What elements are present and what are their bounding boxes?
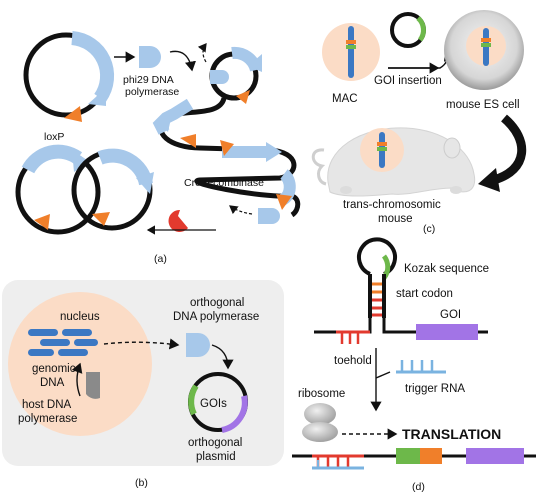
mac-label: MAC [332, 93, 358, 105]
cre-recombinase-icon [168, 209, 188, 232]
panel-b: nucleus genomic DNA host DNA polymerase … [2, 280, 284, 489]
ortho-pol-label-1: orthogonal [190, 297, 244, 309]
gois-label: GOIs [200, 398, 227, 410]
ribosome-icon [302, 403, 338, 442]
loxp-site-icon [64, 106, 82, 122]
trigger-rna-icon [396, 360, 446, 374]
goi-plasmid-icon [390, 12, 426, 48]
genomic-label-2: DNA [40, 377, 65, 389]
genomic-dna-icon [28, 329, 98, 356]
goi-bar [416, 324, 478, 340]
panel-c: MAC GOI insertion mouse ES cell [311, 10, 527, 235]
ortho-replication-arrow [211, 344, 234, 370]
trans-label-2: mouse [378, 213, 413, 225]
curved-arrow-to-mouse [492, 114, 527, 185]
concatemer-strand [152, 97, 301, 224]
panel-a: loxP phi29 DNA polymerase [15, 31, 301, 265]
kozak-label: Kozak sequence [404, 263, 489, 275]
host-label-1: host DNA [22, 399, 72, 411]
mac-chromosome-icon [346, 26, 356, 78]
phi29-label-1: phi29 DNA [123, 74, 174, 86]
ortho-plasmid-label-1: orthogonal [188, 437, 242, 449]
kozak-bar [396, 448, 420, 464]
host-replication-arrow [71, 362, 83, 397]
phi29-polymerase-icon [139, 46, 161, 68]
goi-insertion-arrow [388, 50, 455, 69]
es-chromosome-icon [481, 28, 491, 66]
ribosome-label: ribosome [298, 388, 345, 400]
caption-c: (c) [423, 223, 435, 235]
host-label-2: polymerase [18, 413, 77, 425]
loxp-label: loxP [44, 131, 64, 143]
trigger-branch [375, 371, 391, 379]
es-cell-label: mouse ES cell [446, 99, 520, 111]
ortho-plasmid-label-2: plasmid [196, 451, 236, 463]
nucleus-label: nucleus [60, 311, 100, 323]
ortho-pol-label-2: DNA polymerase [173, 311, 259, 323]
goi-label: GOI [440, 309, 461, 321]
product-plasmids [15, 144, 154, 235]
rolling-circle [197, 43, 262, 104]
cre-label: Cre recombinase [184, 177, 264, 189]
orthogonal-plasmid-icon [188, 372, 248, 433]
toehold-switch-hairpin [314, 237, 488, 344]
plasmid-loxp [23, 31, 115, 122]
mouse-icon [311, 127, 476, 197]
trigger-label: trigger RNA [405, 383, 465, 395]
goi-bar-translated [466, 448, 524, 464]
panel-d: Kozak sequence start codon GOI toehold t… [292, 237, 536, 493]
orthogonal-polymerase-icon [186, 333, 210, 357]
caption-a: (a) [154, 253, 167, 265]
toehold-label: toehold [334, 355, 372, 367]
caption-b: (b) [135, 477, 148, 489]
activated-mrna [292, 448, 536, 470]
dashed-arrow-nucleus-to-ortho [103, 338, 180, 350]
arrow-to-replication [169, 50, 197, 72]
phi29-label-2: polymerase [125, 86, 179, 98]
goi-insertion-label: GOI insertion [374, 75, 442, 87]
start-codon-bar [420, 448, 442, 464]
start-codon-label: start codon [396, 288, 453, 300]
trans-label-1: trans-chromosomic [343, 199, 441, 211]
translation-label: TRANSLATION [402, 426, 501, 442]
caption-d: (d) [412, 481, 425, 493]
host-polymerase-icon [86, 372, 100, 399]
genomic-label-1: genomic [32, 363, 76, 375]
